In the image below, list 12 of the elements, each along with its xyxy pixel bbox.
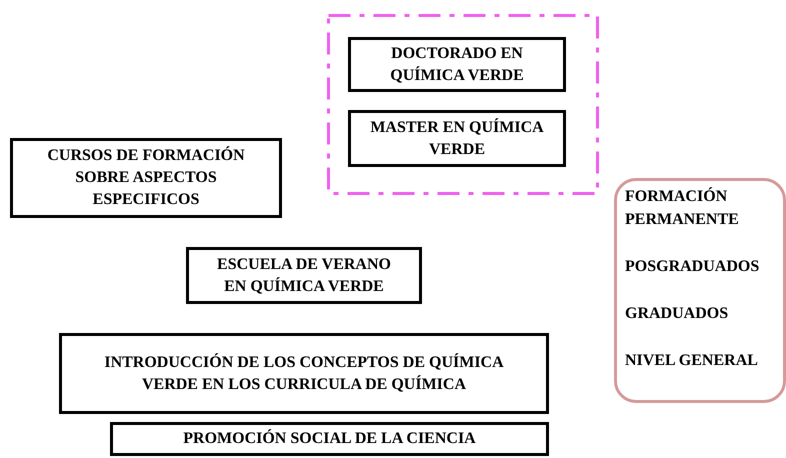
level-box: PROMOCIÓN SOCIAL DE LA CIENCIA <box>110 422 549 456</box>
level-label: FORMACIÓN PERMANENTE <box>625 186 740 230</box>
level-box: MASTER EN QUÍMICA VERDE <box>348 110 566 167</box>
level-legend-panel <box>614 178 786 403</box>
level-box: INTRODUCCIÓN DE LOS CONCEPTOS DE QUÍMICA VERDE EN LOS CURRICULA DE QUÍMICA <box>59 333 549 414</box>
level-label: GRADUADOS <box>625 304 730 324</box>
dashed-group-frame <box>327 14 599 195</box>
level-box: CURSOS DE FORMACIÓN SOBRE ASPECTOS ESPECIFICOS <box>10 138 282 218</box>
level-label: POSGRADUADOS <box>625 257 760 277</box>
level-label: NIVEL GENERAL <box>625 351 759 371</box>
level-box: DOCTORADO EN QUÍMICA VERDE <box>348 37 566 92</box>
level-box: ESCUELA DE VERANO EN QUÍMICA VERDE <box>186 247 422 304</box>
